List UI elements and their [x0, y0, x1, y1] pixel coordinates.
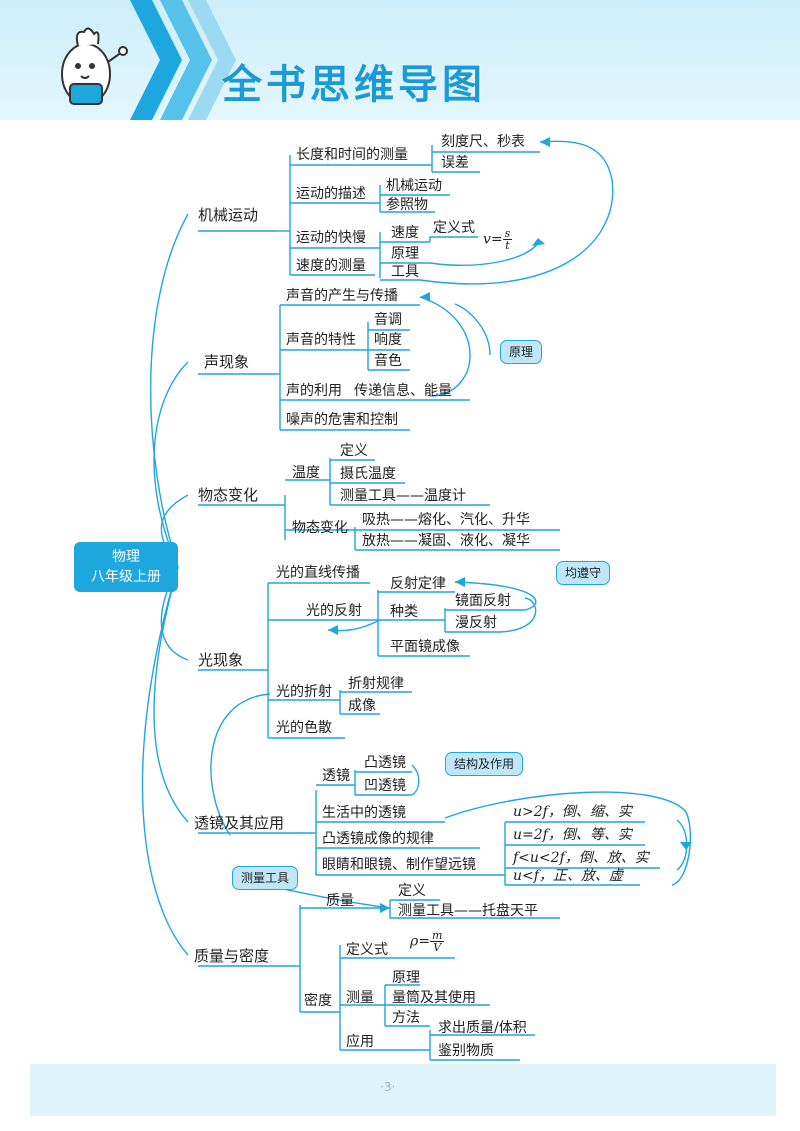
chevron-decoration-icon: [130, 0, 182, 120]
mass-formula-den: V: [433, 941, 442, 954]
mass-l1a: 定义: [398, 883, 426, 899]
sound-l2b: 响度: [374, 332, 402, 348]
sound-l3a: 传递信息、能量: [354, 383, 452, 399]
mech-l1a: 刻度尺、秒表: [441, 134, 525, 150]
light-l4: 光的色散: [276, 720, 332, 736]
lens-r1: u>2f，倒、缩、实: [513, 804, 632, 820]
light-l2b1: 镜面反射: [455, 593, 511, 609]
sound-l2: 声音的特性: [286, 332, 356, 348]
chevron-decoration-icon: [160, 0, 212, 120]
mass-l2b2: 量筒及其使用: [392, 990, 476, 1006]
lens-r4: u<f，正、放、虚: [513, 868, 623, 884]
mass-l1: 质量: [326, 893, 354, 909]
state-l2b: 放热——凝固、液化、凝华: [362, 533, 530, 549]
state-l1b: 摄氏温度: [340, 466, 396, 482]
branch-light-label: 光现象: [198, 651, 244, 669]
chevron-decoration-icon: [188, 0, 236, 120]
light-l1: 光的直线传播: [276, 565, 360, 581]
mech-l2: 运动的描述: [296, 186, 366, 202]
light-l2: 光的反射: [306, 603, 362, 619]
mass-l2a: 定义式: [346, 942, 388, 958]
mech-l2b: 参照物: [386, 197, 428, 213]
page-title: 全书思维导图: [222, 62, 486, 108]
light-l2b: 种类: [390, 604, 418, 620]
sound-l3: 声的利用: [286, 383, 342, 399]
lens-l4: 眼睛和眼镜、制作望远镜: [322, 857, 476, 873]
root-node: 物理 八年级上册: [74, 542, 178, 592]
mass-l2c2: 鉴别物质: [438, 1043, 494, 1059]
mass-l2c1: 求出质量/体积: [438, 1020, 527, 1036]
mass-l2b: 测量: [346, 990, 374, 1006]
mass-formula-rho: ρ=: [410, 933, 430, 950]
sound-l1: 声音的产生与传播: [286, 288, 398, 304]
mass-formula-num: m: [429, 929, 445, 942]
state-l1c: 测量工具——温度计: [340, 488, 466, 504]
sound-bubble: 原理: [500, 340, 543, 364]
sound-l4: 噪声的危害和控制: [286, 412, 398, 428]
lens-l1: 透镜: [322, 768, 350, 784]
state-l1: 温度: [292, 465, 320, 481]
light-l2c: 平面镜成像: [390, 639, 460, 655]
mech-formula-den: t: [505, 239, 510, 252]
mech-l3: 运动的快慢: [296, 230, 366, 246]
mass-l2: 密度: [304, 993, 332, 1009]
branch-state-label: 物态变化: [198, 486, 259, 504]
light-l3a: 折射规律: [348, 676, 404, 692]
mass-l2b3: 方法: [392, 1010, 420, 1026]
branch-sound-label: 声现象: [204, 353, 250, 371]
mech-l1: 长度和时间的测量: [296, 147, 408, 163]
mech-l3a: 速度: [391, 225, 419, 241]
light-l3b: 成像: [348, 698, 376, 714]
state-l1a: 定义: [340, 443, 368, 459]
state-l2a: 吸热——熔化、汽化、升华: [362, 512, 530, 528]
light-l2b2: 漫反射: [455, 615, 497, 631]
mech-formula-num: s: [502, 227, 513, 240]
lens-bubble: 结构及作用: [445, 752, 524, 776]
mech-l1b: 误差: [441, 155, 469, 171]
state-l2: 物态变化: [292, 520, 348, 536]
light-bubble: 均遵守: [556, 561, 611, 585]
page-footer: [30, 1064, 776, 1116]
mech-l2a: 机械运动: [386, 178, 442, 194]
lens-r2: u=2f，倒、等、实: [513, 827, 632, 843]
mass-l2b1: 原理: [392, 970, 420, 986]
page-number: ·3·: [380, 1080, 396, 1094]
mech-l3a1: 定义式: [433, 220, 475, 236]
branch-mech-label: 机械运动: [198, 206, 259, 224]
lens-l3: 凸透镜成像的规律: [322, 831, 434, 847]
mascot-icon: [61, 27, 128, 105]
lens-l1a: 凸透镜: [364, 755, 406, 771]
root-line2: 八年级上册: [91, 569, 161, 585]
lens-r3: f<u<2f，倒、放、实: [513, 850, 649, 866]
page-header: 全书思维导图: [0, 0, 800, 120]
sound-l2a: 音调: [374, 312, 402, 328]
mass-bubble: 测量工具: [232, 866, 299, 890]
root-line1: 物理: [112, 549, 140, 565]
branch-lens-label: 透镜及其应用: [194, 814, 285, 832]
mech-formula-v: v=: [483, 231, 503, 248]
lens-l2: 生活中的透镜: [322, 805, 406, 821]
mass-l1b: 测量工具——托盘天平: [398, 903, 538, 919]
mech-l4b: 工具: [391, 264, 419, 280]
branch-mass-label: 质量与密度: [194, 947, 270, 965]
mech-l4: 速度的测量: [296, 258, 366, 274]
sound-l2c: 音色: [374, 353, 402, 369]
mech-l4a: 原理: [391, 246, 419, 262]
lens-l1b: 凹透镜: [364, 778, 406, 794]
light-l2a: 反射定律: [390, 576, 446, 592]
mass-l2c: 应用: [346, 1034, 374, 1050]
light-l3: 光的折射: [276, 684, 332, 700]
